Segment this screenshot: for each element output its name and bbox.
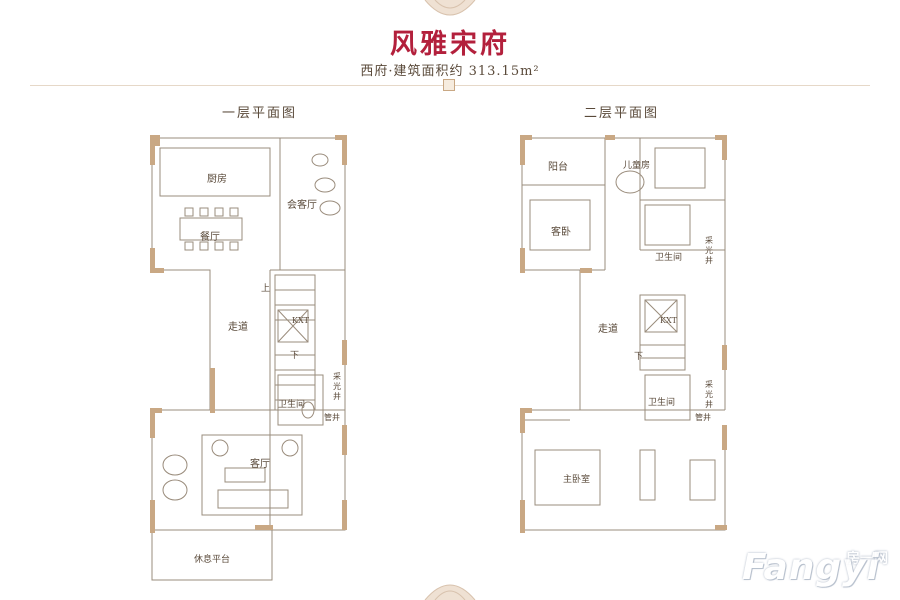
watermark-cn: 房一网 [846,551,888,567]
skylight-top-label: 采光井 [705,236,713,265]
guest-room-label: 客卧 [551,227,571,238]
kids-room-label: 儿童房 [623,161,651,171]
divider-ornament-icon [443,79,455,91]
pipe-label: 管井 [324,413,340,422]
skylight-label: 采光井 [333,372,341,401]
master-bedroom-label: 主卧室 [563,475,591,485]
down-label: 下 [290,351,300,361]
floor1-title: 一层平面图 [222,106,298,121]
corridor2-label: 走道 [598,324,618,335]
watermark-brand: Fangyi [742,547,880,588]
bottom-ornament-icon [424,584,476,600]
reception-label: 会客厅 [287,200,317,211]
floor2-title: 二层平面图 [584,106,660,121]
living-label: 客厅 [250,459,270,470]
terrace-label: 休息平台 [194,555,231,565]
floor1-plan [150,135,347,581]
page-title: 风雅宋府 [390,29,510,60]
pipe2-label: 管井 [695,413,711,422]
elevator-label: KXT [292,316,310,325]
balcony-label: 阳台 [548,162,568,173]
area-subtitle: 西府·建筑面积约 313.15m² [360,64,540,79]
skylight-bottom-label: 采光井 [705,380,713,409]
dining-label: 餐厅 [200,232,220,243]
bathroom-bottom-label: 卫生间 [648,398,676,408]
down2-label: 下 [634,352,644,362]
top-ornament-icon [424,0,476,16]
corridor-label: 走道 [228,322,248,333]
up-label: 上 [261,284,271,294]
kitchen-label: 厨房 [207,174,227,185]
elevator2-label: KXT [660,316,678,325]
bathroom-top-label: 卫生间 [655,253,683,263]
bathroom-label: 卫生间 [278,400,306,410]
floor2-plan [520,135,727,533]
